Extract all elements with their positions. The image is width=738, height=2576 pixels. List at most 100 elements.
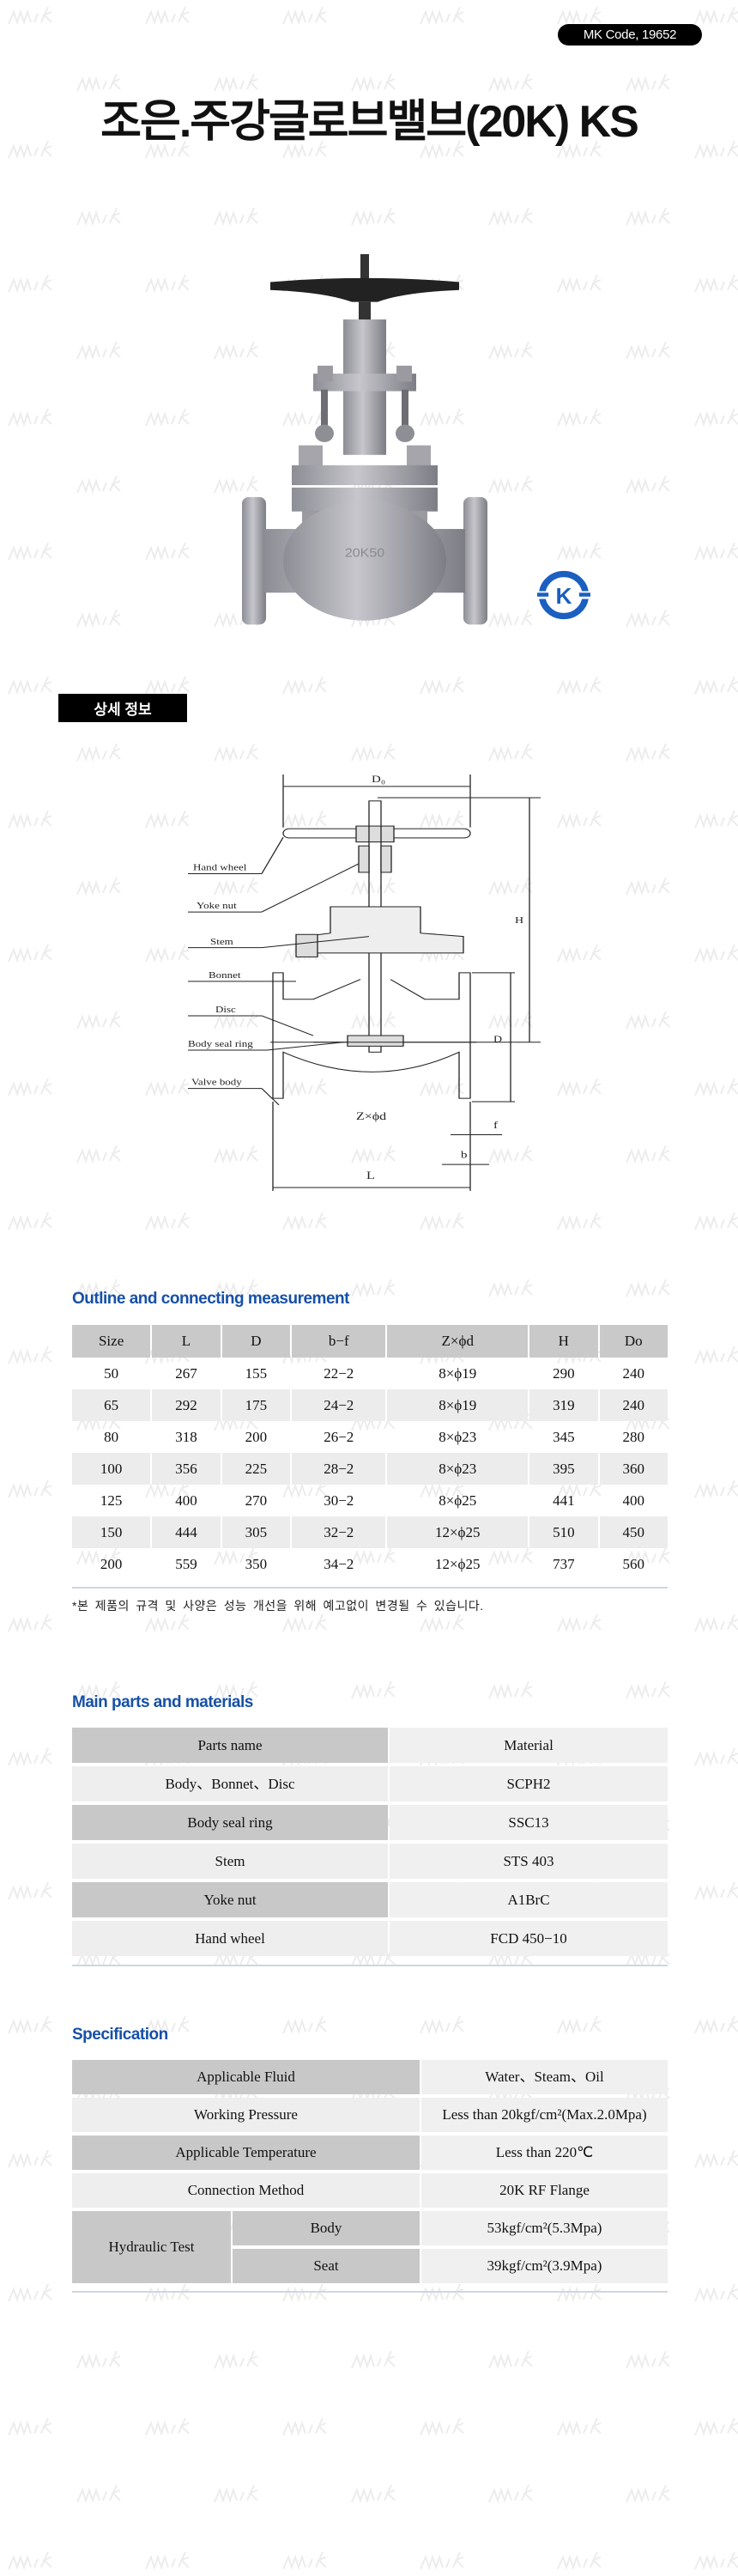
part-name: Yoke nut — [72, 1882, 388, 1917]
watermark-mark — [8, 1212, 52, 1231]
page-title: 조은.주강글로브밸브(20K) KS — [100, 97, 639, 147]
spec-value: 20K RF Flange — [420, 2173, 668, 2208]
table-cell: 444 — [152, 1516, 221, 1548]
watermark-mark — [488, 1680, 533, 1700]
watermark-mark — [76, 2350, 121, 2370]
watermark-mark — [626, 73, 670, 93]
watermark-mark — [488, 207, 533, 227]
watermark-mark — [145, 274, 190, 294]
watermark-mark — [282, 2015, 327, 2035]
ks-logo-letter: K — [556, 585, 572, 609]
table-cell: 305 — [221, 1516, 291, 1548]
watermark-mark — [351, 207, 396, 227]
watermark-mark — [145, 2551, 190, 2571]
watermark-mark — [420, 2283, 464, 2303]
watermark-mark — [76, 2484, 121, 2504]
dim-d: D — [493, 1034, 502, 1044]
table-cell: 32−2 — [292, 1516, 386, 1548]
part-name: Stem — [72, 1844, 388, 1879]
watermark-mark — [76, 743, 121, 762]
watermark-mark — [557, 810, 602, 829]
watermark-mark — [8, 542, 52, 562]
hydraulic-seat-label: Seat — [233, 2249, 420, 2283]
table-cell: 267 — [175, 1364, 197, 1382]
label-disc: Disc — [215, 1005, 236, 1014]
table-cell: 290 — [553, 1364, 575, 1382]
product-code: MK Code, 19652 — [583, 27, 677, 42]
table-cell: 395 — [529, 1453, 598, 1485]
watermark-mark — [76, 1011, 121, 1030]
dim-z-phi-d: Z×ϕd — [356, 1110, 386, 1122]
column-header: Z×ϕd — [387, 1325, 529, 1358]
label-stem: Stem — [210, 937, 233, 946]
table-cell: 560 — [622, 1555, 645, 1572]
table-cell: 292 — [152, 1389, 221, 1421]
spec-label: Working Pressure — [72, 2098, 420, 2132]
watermark-mark — [8, 1613, 52, 1633]
table-cell: 8×ϕ19 — [439, 1364, 477, 1382]
product-code-badge: MK Code, 19652 — [558, 24, 702, 46]
watermark-mark — [488, 73, 533, 93]
watermark-mark — [557, 1078, 602, 1097]
dim-h: H — [515, 915, 523, 926]
watermark-mark — [351, 743, 396, 762]
table-cell: 319 — [529, 1389, 598, 1421]
watermark-mark — [351, 2484, 396, 2504]
watermark-mark — [694, 2417, 738, 2437]
watermark-mark — [420, 676, 464, 696]
watermark-mark — [214, 73, 258, 93]
column-header: b−f — [292, 1325, 386, 1358]
table-cell: 24−2 — [292, 1389, 386, 1421]
table-cell: 8×ϕ23 — [439, 1428, 477, 1445]
watermark-mark — [557, 676, 602, 696]
watermark-mark — [282, 1613, 327, 1633]
spec-label: Applicable Temperature — [72, 2136, 420, 2170]
watermark-mark — [488, 1279, 533, 1298]
table-cell: 441 — [553, 1492, 575, 1509]
watermark-mark — [626, 1145, 670, 1164]
watermark-mark — [694, 2015, 738, 2035]
watermark-mark — [557, 6, 602, 26]
table-cell: 270 — [245, 1492, 268, 1509]
ks-certification-logo: K — [537, 570, 590, 620]
table-cell: 225 — [221, 1453, 291, 1485]
watermark-mark — [694, 2551, 738, 2571]
watermark-mark — [694, 1346, 738, 1365]
dim-f: f — [493, 1119, 499, 1130]
dim-b: b — [461, 1149, 468, 1160]
watermark-mark — [420, 1212, 464, 1231]
watermark-mark — [694, 944, 738, 963]
watermark-mark — [76, 609, 121, 629]
watermark-mark — [626, 341, 670, 361]
watermark-mark — [145, 2283, 190, 2303]
table-cell: 345 — [553, 1428, 575, 1445]
table-cell: 30−2 — [324, 1492, 354, 1509]
divider — [72, 2291, 668, 2293]
watermark-mark — [557, 944, 602, 963]
watermark-mark — [626, 475, 670, 495]
watermark-mark — [694, 1212, 738, 1231]
watermark-mark — [420, 1613, 464, 1633]
watermark-mark — [557, 2283, 602, 2303]
table-cell: 8×ϕ19 — [387, 1389, 529, 1421]
part-material: SSC13 — [390, 1805, 668, 1840]
spec-value: Less than 220℃ — [420, 2136, 668, 2170]
watermark-mark — [626, 2484, 670, 2504]
watermark-mark — [282, 6, 327, 26]
dim-l: L — [366, 1170, 375, 1182]
watermark-mark — [420, 2551, 464, 2571]
watermark-mark — [8, 1346, 52, 1365]
watermark-mark — [8, 2551, 52, 2571]
watermark-mark — [8, 1479, 52, 1499]
